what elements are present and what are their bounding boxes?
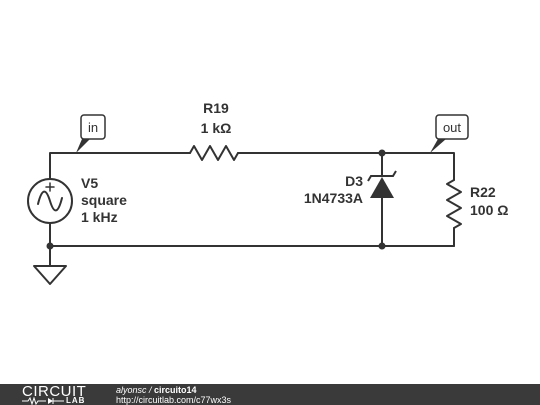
- d3-name: D3: [345, 173, 363, 189]
- source-waveform: square: [81, 192, 127, 208]
- zener-diode-symbol: [367, 170, 397, 198]
- junction-dot: [46, 242, 54, 250]
- circuit-url[interactable]: http://circuitlab.com/c77wx3s: [116, 395, 232, 405]
- node-tag-out-box: [435, 114, 469, 140]
- wire-top-right: [237, 152, 455, 181]
- wire-bottom: [49, 223, 455, 247]
- wire-top-left: [49, 152, 191, 179]
- circuit-title[interactable]: circuito14: [154, 385, 197, 395]
- resistor-r19-symbol: [189, 145, 239, 161]
- author-link[interactable]: alyonsc: [116, 385, 147, 395]
- source-name: V5: [81, 175, 98, 191]
- logo-circuit-icon: [22, 397, 64, 405]
- circuit-meta: alyonsc / circuito14 http://circuitlab.c…: [116, 385, 231, 405]
- ground-icon: [33, 265, 67, 285]
- d3-part: 1N4733A: [304, 190, 363, 206]
- r19-value: 1 kΩ: [201, 120, 232, 136]
- r19-name: R19: [203, 100, 229, 116]
- node-in-label: in: [88, 120, 98, 135]
- footer-bar: CIRCUIT LAB alyonsc / circuito14 http://…: [0, 384, 540, 405]
- schematic-canvas: in out R19 1 kΩ V5 square 1 kHz D3 1N473…: [27, 100, 508, 285]
- node-out-label: out: [443, 120, 461, 135]
- sine-wave-icon: [37, 190, 63, 212]
- logo-sub: LAB: [22, 396, 102, 405]
- logo-lab-text: LAB: [66, 396, 86, 405]
- logo-wordmark: CIRCUIT: [22, 383, 87, 400]
- node-tag-in-box: [80, 114, 106, 140]
- junction-dot: [378, 242, 386, 250]
- node-tag-in-pointer: [76, 139, 90, 153]
- path-separator: /: [146, 385, 155, 395]
- voltage-source-symbol: [27, 178, 73, 224]
- r22-value: 100 Ω: [470, 202, 508, 218]
- r22-name: R22: [470, 184, 496, 200]
- circuitlab-logo[interactable]: CIRCUIT LAB: [22, 384, 102, 405]
- source-frequency: 1 kHz: [81, 209, 118, 225]
- junction-dot: [378, 149, 386, 157]
- node-tag-out-pointer: [430, 139, 446, 153]
- resistor-r22-symbol: [446, 179, 462, 229]
